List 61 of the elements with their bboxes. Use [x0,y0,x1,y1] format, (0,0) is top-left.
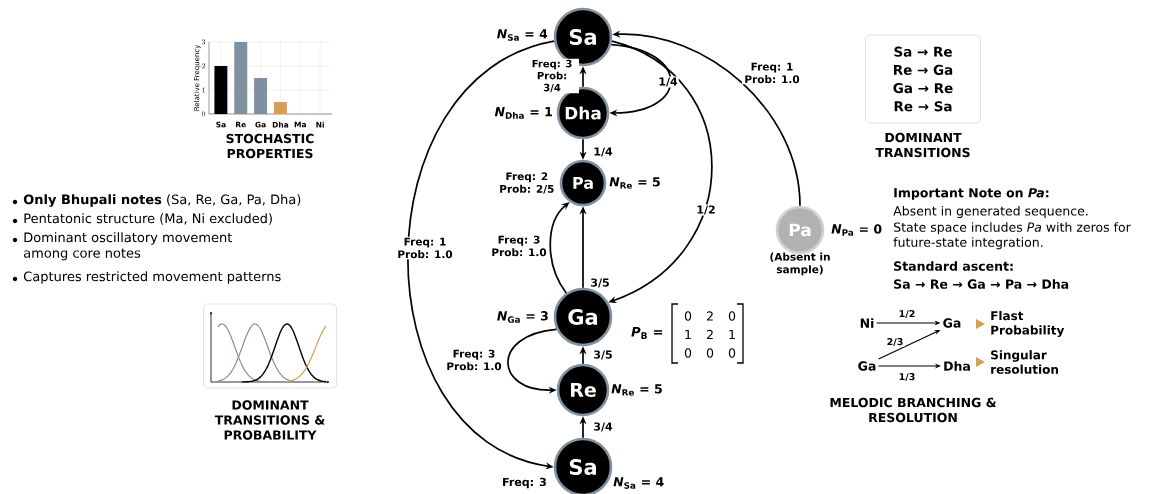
panel-title: MELODIC BRANCHING & RESOLUTION [830,397,997,423]
edge-label: 3/5 [592,349,614,361]
matrix-entry: 0 [728,311,736,321]
edge-label: 1/2 [897,309,917,319]
note-name: Dha [944,361,970,371]
edge-label: 3/4 [592,421,614,433]
node-label: Sa → Re [894,46,952,57]
matrix-entry: 0 [684,348,692,358]
bullet-item: Dominant oscillatory movement among core notes [12,232,233,261]
matrix-entry: 0 [706,348,714,358]
count-label: Freq: 3 [503,477,546,489]
count-label: N$_{Sa}$ = 4 [613,477,664,489]
count-label: N$_{Re}$ = 5 [609,177,660,189]
bar [214,65,228,114]
count-label: N$_{Ga}$ = 3 [497,311,548,323]
matrix-entry: 0 [684,311,692,321]
transitions-box: Sa → Re Re → Ga Ga → Re Re → Sa [865,34,981,124]
chart-title: STOCHASTIC PROPERTIES [226,133,314,159]
panel-title: DOMINANT TRANSITIONS & PROBABILITY [214,400,325,440]
note-text: State space includes Pa with zeros for future-state integration. [893,222,1131,250]
edge-label: Freq: 1 Prob: 1.0 [742,61,802,85]
count-label: N$_{Pa}$ = 0 [831,224,882,236]
bullet-item: Only Bhupali notes (Sa, Re, Ga, Pa, Dha) [12,194,301,207]
note-name: Ni [860,318,874,328]
node-label: Re → Ga [894,64,953,75]
note-text: Absent in generated sequence. [893,205,1088,219]
bullet-item: Captures restricted movement patterns [12,271,281,284]
matrix-label: P$_{B}$ = [631,327,663,339]
count-label: N$_{Re}$ = 5 [611,384,662,396]
edge-label: 1/2 [695,204,717,216]
edge-label: 3/5 [589,277,611,289]
note-name: Ga [858,361,876,371]
edge-label: 1/3 [897,372,917,382]
panel-title: DOMINANT TRANSITIONS [875,132,970,158]
matrix-entry: 0 [728,348,736,358]
note-heading: Important Note on Pa: [894,188,1049,200]
bullet-item: Pentatonic structure (Ma, Ni excluded) [12,213,272,225]
note-heading: Standard ascent: [894,261,1013,271]
outcome-text: Flast Probability [991,310,1065,338]
node-label: Re → Sa [894,101,952,112]
edge-label: 2/3 [885,337,905,347]
outcome-text: Singular resolution [991,350,1058,374]
matrix-entry: 1 [685,329,691,340]
note-name: Ga [943,318,961,328]
edge-label: Freq: 3 Prob: 3/4 [525,58,579,94]
note-label: Freq: 2 Prob: 2/5 [500,172,554,194]
matrix-entry: 2 [706,311,713,321]
bar [254,77,268,114]
count-label: N$_{Dha}$ = 1 [494,107,552,119]
node-label: Ga → Re [893,82,953,94]
bar [273,101,287,114]
count-label: N$_{Sa}$ = 4 [497,29,548,41]
edge-label: Freq: 1 Prob: 1.0 [395,236,455,260]
ascent-sequence: Sa → Re → Ga → Pa → Dha [894,279,1069,289]
edge-label: Freq: 3 Prob: 1.0 [444,348,504,372]
edge-label: Freq: 3 Prob: 1.0 [489,234,549,258]
edge-label: 1/4 [657,76,679,88]
bar [234,41,248,114]
matrix-entry: 1 [729,329,735,340]
matrix-entry: 2 [706,329,713,340]
edge-label: 1/4 [592,146,614,158]
